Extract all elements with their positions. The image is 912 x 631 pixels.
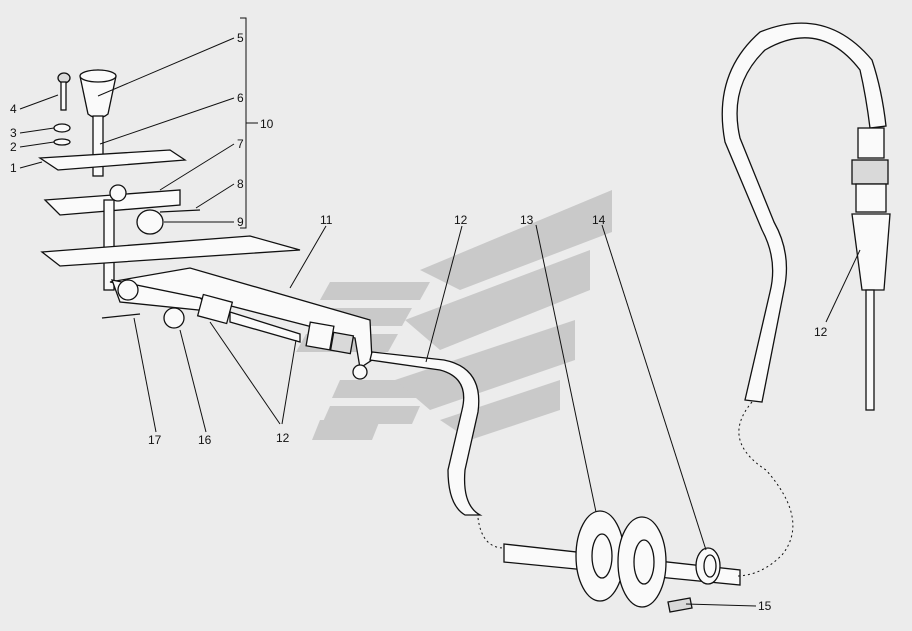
callout-17: 17	[148, 433, 162, 447]
callout-14: 14	[592, 213, 606, 227]
callout-3: 3	[10, 126, 17, 140]
callout-7: 7	[237, 137, 244, 151]
callout-1: 1	[10, 161, 17, 175]
screw	[57, 72, 71, 111]
flange-right	[617, 516, 667, 608]
cable-loop	[721, 22, 887, 403]
bolt	[667, 597, 693, 613]
callout-8: 8	[237, 177, 244, 191]
cable-sheath	[369, 351, 483, 516]
lever-shaft	[103, 199, 115, 291]
pivot	[109, 184, 127, 202]
cable-dashed-right	[737, 401, 794, 577]
group-bracket	[240, 17, 258, 229]
cable-end-fitting	[851, 127, 891, 411]
callout-12-right: 12	[814, 325, 828, 339]
callout-16: 16	[198, 433, 212, 447]
callout-12-bottom: 12	[276, 431, 290, 445]
control-knob	[79, 69, 117, 177]
mounting-plate	[38, 149, 187, 171]
callout-4: 4	[10, 102, 17, 116]
callout-9: 9	[237, 215, 244, 229]
callout-5: 5	[237, 31, 244, 45]
cotter-pin	[159, 209, 201, 213]
base-frame	[40, 235, 301, 267]
callout-10: 10	[260, 117, 274, 131]
leader-lines	[19, 37, 861, 607]
callout-2: 2	[10, 140, 17, 154]
callout-12-top: 12	[454, 213, 468, 227]
cable-fitting	[305, 321, 368, 380]
callout-13: 13	[520, 213, 534, 227]
axle-head	[136, 209, 164, 235]
clevis-assembly	[101, 279, 301, 343]
callout-6: 6	[237, 91, 244, 105]
callout-15: 15	[758, 599, 772, 613]
callout-11: 11	[320, 213, 333, 227]
cable-dashed	[477, 517, 505, 549]
seal-ring	[695, 547, 721, 585]
nut	[53, 123, 71, 133]
flange-left	[575, 510, 625, 602]
washer	[53, 138, 71, 146]
